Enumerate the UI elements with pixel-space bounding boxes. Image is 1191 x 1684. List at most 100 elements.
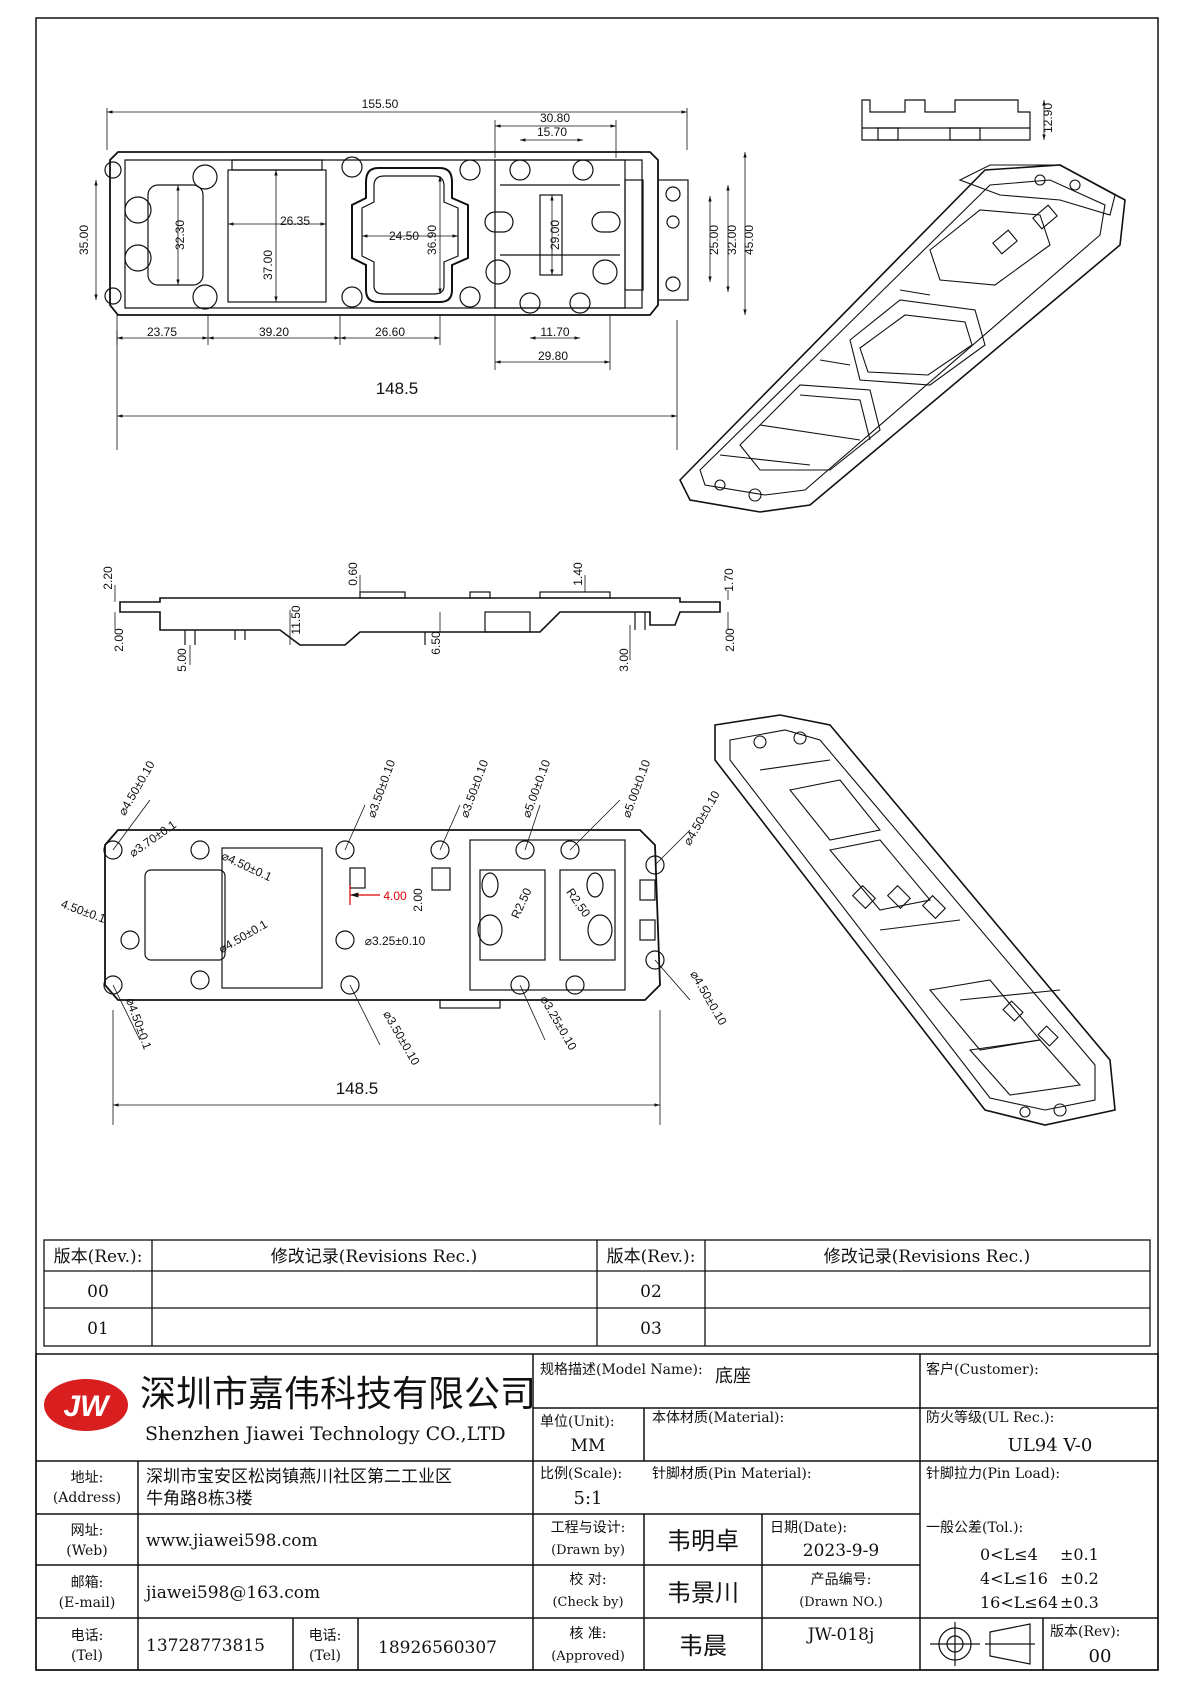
svg-text:45.00: 45.00 — [742, 225, 756, 255]
svg-text:www.jiawei598.com: www.jiawei598.com — [146, 1531, 318, 1551]
svg-text:2.00: 2.00 — [411, 888, 425, 912]
top-view — [104, 151, 689, 316]
side-view-strip — [861, 99, 1046, 141]
svg-text:23.75: 23.75 — [147, 325, 177, 339]
svg-text:5:1: 5:1 — [574, 1488, 603, 1509]
projection-symbol-icon — [930, 1622, 1035, 1666]
svg-text:00: 00 — [1089, 1646, 1112, 1667]
svg-text:电话:: 电话: — [309, 1628, 342, 1644]
svg-text:24.50: 24.50 — [389, 229, 419, 243]
svg-text:版本(Rev):: 版本(Rev): — [1050, 1624, 1120, 1640]
svg-text:针脚材质(Pin Material):: 针脚材质(Pin Material): — [652, 1466, 812, 1482]
svg-text:工程与设计:: 工程与设计: — [551, 1520, 626, 1536]
svg-text:⌀4.50±0.1: ⌀4.50±0.1 — [216, 917, 270, 956]
svg-text:13728773815: 13728773815 — [146, 1636, 265, 1656]
svg-text:(Drawn NO.): (Drawn NO.) — [799, 1595, 883, 1610]
svg-text:防火等级(UL Rec.):: 防火等级(UL Rec.): — [926, 1409, 1054, 1426]
svg-text:2.20: 2.20 — [101, 566, 115, 590]
svg-text:jiawei598@163.com: jiawei598@163.com — [144, 1583, 320, 1603]
isometric-view-bottom — [714, 714, 1116, 1126]
svg-text:37.00: 37.00 — [261, 250, 275, 280]
svg-text:03: 03 — [640, 1319, 662, 1339]
svg-text:0.60: 0.60 — [346, 562, 360, 586]
svg-text:一般公差(Tol.):: 一般公差(Tol.): — [926, 1520, 1023, 1536]
svg-text:底座: 底座 — [715, 1366, 751, 1387]
front-view — [119, 591, 721, 646]
svg-text:牛角路8栋3楼: 牛角路8栋3楼 — [146, 1489, 253, 1509]
svg-text:01: 01 — [87, 1319, 109, 1339]
svg-text:⌀3.25±0.10: ⌀3.25±0.10 — [537, 993, 580, 1053]
svg-text:邮箱:: 邮箱: — [71, 1575, 104, 1591]
svg-text:(Tel): (Tel) — [309, 1648, 341, 1664]
svg-text:16<L≤64: 16<L≤64 — [980, 1593, 1058, 1612]
company-logo: JW — [44, 1379, 128, 1431]
svg-text:00: 00 — [87, 1282, 109, 1302]
svg-text:30.80: 30.80 — [540, 111, 570, 125]
svg-text:深圳市宝安区松岗镇燕川社区第二工业区: 深圳市宝安区松岗镇燕川社区第二工业区 — [146, 1467, 452, 1487]
bottom-view — [103, 829, 665, 1009]
svg-text:⌀4.50±0.10: ⌀4.50±0.10 — [680, 788, 723, 848]
revisions-table — [43, 1239, 1151, 1347]
svg-text:1.70: 1.70 — [722, 568, 736, 592]
svg-text:(Check by): (Check by) — [552, 1595, 623, 1610]
svg-text:(Tel): (Tel) — [71, 1648, 103, 1664]
svg-text:39.20: 39.20 — [259, 325, 289, 339]
svg-text:(Address): (Address) — [53, 1490, 121, 1506]
svg-text:148.5: 148.5 — [336, 1079, 379, 1098]
svg-text:⌀5.00±0.10: ⌀5.00±0.10 — [519, 758, 553, 820]
svg-text:规格描述(Model Name):: 规格描述(Model Name): — [540, 1362, 703, 1378]
svg-text:UL94 V-0: UL94 V-0 — [1008, 1435, 1093, 1456]
isometric-view-top — [679, 164, 1126, 513]
company-name-cn: 深圳市嘉伟科技有限公司 — [140, 1374, 536, 1415]
svg-text:⌀3.25±0.10: ⌀3.25±0.10 — [365, 934, 426, 948]
svg-text:单位(Unit):: 单位(Unit): — [540, 1414, 615, 1430]
svg-text:(Drawn by): (Drawn by) — [551, 1543, 625, 1558]
svg-text:(Web): (Web) — [66, 1543, 107, 1559]
svg-text:核 准:: 核 准: — [569, 1626, 606, 1642]
top-view-dimensions — [94, 108, 747, 450]
svg-text:⌀3.50±0.10: ⌀3.50±0.10 — [364, 758, 398, 820]
svg-text:3.00: 3.00 — [617, 648, 631, 672]
top-view-labels: 155.50 30.80 15.70 35.00 25.00 32.00 45.… — [77, 97, 1055, 398]
svg-text:4.50±0.1: 4.50±0.1 — [59, 897, 108, 926]
svg-text:⌀4.50±0.1: ⌀4.50±0.1 — [219, 849, 274, 885]
svg-text:JW: JW — [64, 1390, 112, 1423]
svg-text:36.90: 36.90 — [425, 225, 439, 255]
svg-text:韦景川: 韦景川 — [667, 1579, 739, 1607]
svg-text:±0.1: ±0.1 — [1060, 1545, 1099, 1564]
svg-text:32.30: 32.30 — [173, 220, 187, 250]
svg-text:日期(Date):: 日期(Date): — [770, 1520, 847, 1536]
svg-text:校 对:: 校 对: — [569, 1571, 606, 1588]
svg-text:29.80: 29.80 — [538, 349, 568, 363]
front-view-dimensions — [114, 575, 729, 665]
front-view-labels: 2.20 11.50 6.50 1.70 0.60 1.40 2.00 5.00… — [101, 562, 737, 672]
svg-text:地址:: 地址: — [71, 1470, 104, 1486]
svg-text:比例(Scale):: 比例(Scale): — [540, 1466, 622, 1482]
svg-text:客户(Customer):: 客户(Customer): — [926, 1361, 1039, 1378]
svg-text:4<L≤16: 4<L≤16 — [980, 1569, 1048, 1588]
svg-text:2.00: 2.00 — [112, 628, 126, 652]
title-block-text: 规格描述(Model Name): 底座 客户(Customer): 单位(Un… — [53, 1361, 1121, 1667]
svg-text:18926560307: 18926560307 — [378, 1638, 497, 1658]
svg-text:本体材质(Material):: 本体材质(Material): — [652, 1410, 784, 1426]
bottom-view-dimensions — [112, 799, 691, 1125]
title-block-grid — [35, 1353, 1159, 1671]
bottom-view-labels: ⌀4.50±0.10 ⌀3.70±0.1 ⌀4.50±0.1 4.50±0.1 … — [59, 758, 730, 1098]
svg-text:29.00: 29.00 — [548, 220, 562, 250]
svg-text:修改记录(Revisions Rec.): 修改记录(Revisions Rec.) — [271, 1247, 477, 1267]
svg-text:⌀4.50±0.10: ⌀4.50±0.10 — [687, 968, 730, 1028]
svg-text:26.35: 26.35 — [280, 214, 310, 228]
svg-text:2.00: 2.00 — [723, 628, 737, 652]
svg-text:15.70: 15.70 — [537, 125, 567, 139]
svg-text:(Approved): (Approved) — [551, 1649, 625, 1664]
svg-text:4.00: 4.00 — [383, 889, 407, 903]
svg-text:155.50: 155.50 — [362, 97, 399, 111]
svg-text:32.00: 32.00 — [725, 225, 739, 255]
svg-text:148.5: 148.5 — [376, 379, 419, 398]
svg-text:版本(Rev.):: 版本(Rev.): — [607, 1247, 696, 1267]
svg-text:R2.50: R2.50 — [563, 886, 593, 921]
svg-text:35.00: 35.00 — [77, 225, 91, 255]
svg-text:25.00: 25.00 — [707, 225, 721, 255]
svg-text:11.70: 11.70 — [540, 325, 569, 339]
